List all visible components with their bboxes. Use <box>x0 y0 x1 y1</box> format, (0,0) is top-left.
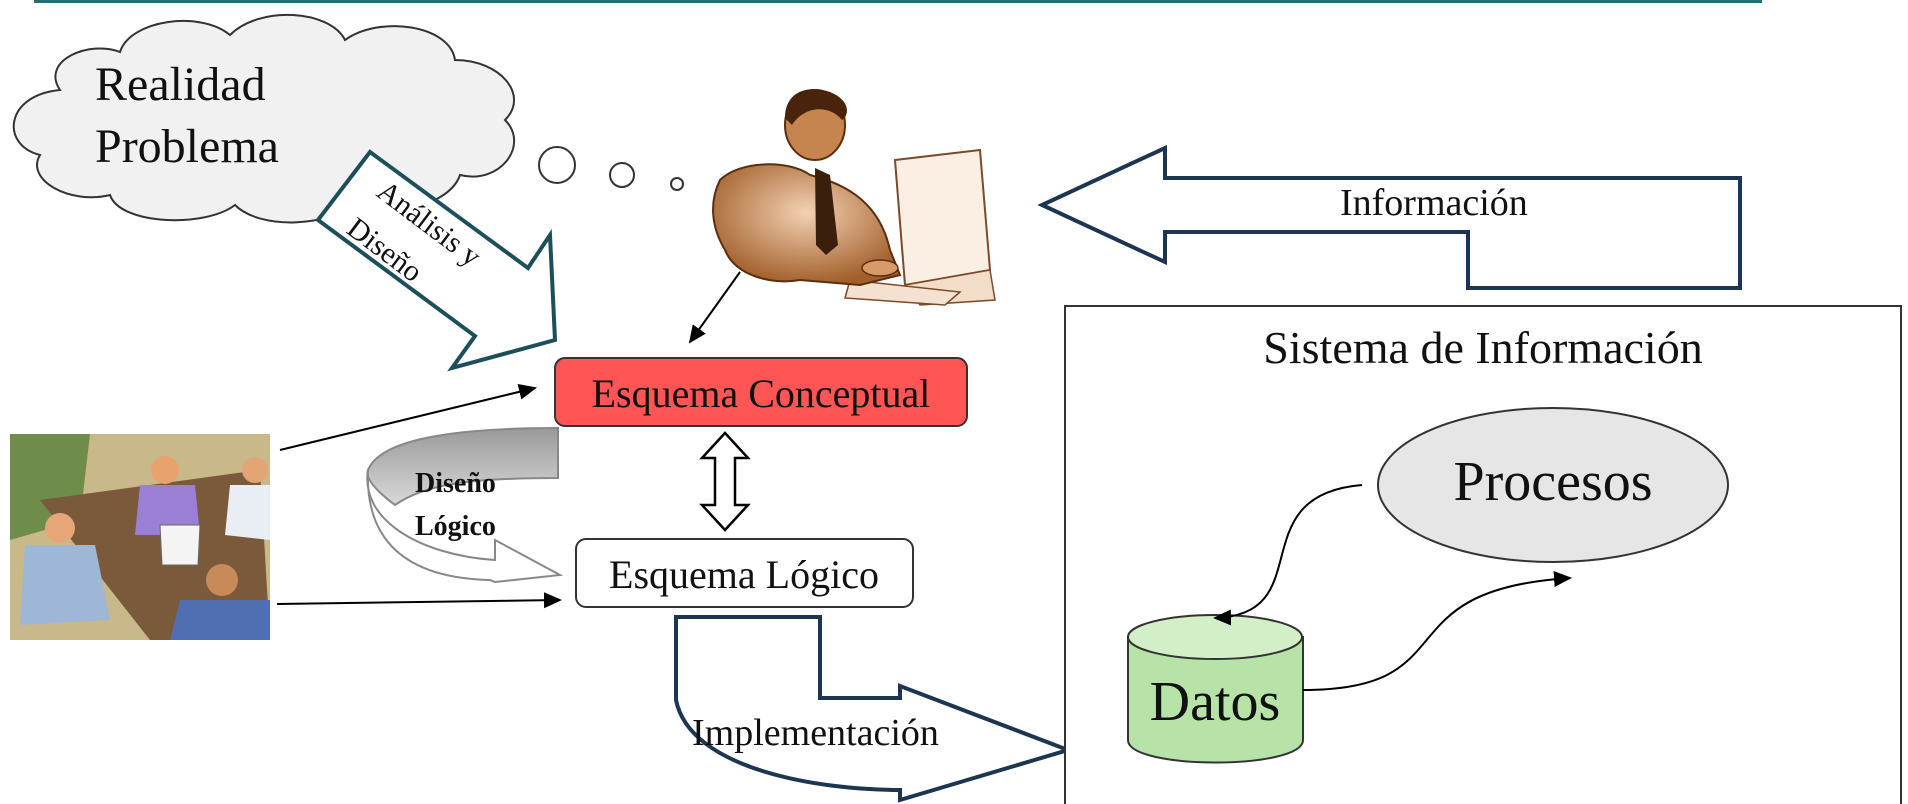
data-label: Datos <box>1150 671 1281 733</box>
meeting-to-logical-arrow <box>276 592 562 609</box>
cloud-label-line1: Realidad <box>95 58 266 111</box>
data-cylinder <box>1127 614 1304 764</box>
processes-ellipse <box>1377 407 1729 563</box>
processes-to-data-arrow <box>1213 484 1363 626</box>
information-system-title: Sistema de Información <box>1263 322 1702 373</box>
data-to-processes-arrow <box>1302 571 1572 691</box>
conceptual-schema-label: Esquema Conceptual <box>592 371 931 416</box>
conceptual-logical-double-arrow <box>699 431 751 532</box>
information-label: Información <box>1340 182 1528 224</box>
person-to-conceptual-arrow <box>688 271 741 344</box>
conceptual-schema-box <box>554 357 968 427</box>
person-at-computer-icon <box>712 89 996 306</box>
implementation-arrow <box>674 615 1075 803</box>
logical-schema-box <box>575 538 914 608</box>
logical-design-label-line2: Lógico <box>415 511 496 542</box>
meeting-illustration-icon <box>10 434 270 640</box>
analysis-design-arrow <box>315 149 558 372</box>
information-arrow <box>1037 144 1742 290</box>
top-accent-line <box>34 0 1762 3</box>
implementation-label: Implementación <box>692 712 939 754</box>
logical-design-label-line1: Diseño <box>415 468 496 499</box>
meeting-to-conceptual-arrow <box>279 384 537 451</box>
logical-schema-label: Esquema Lógico <box>609 552 879 597</box>
processes-label: Procesos <box>1453 451 1652 513</box>
logical-design-curved-arrow <box>366 426 564 584</box>
cloud-label-line2: Problema <box>95 120 279 173</box>
